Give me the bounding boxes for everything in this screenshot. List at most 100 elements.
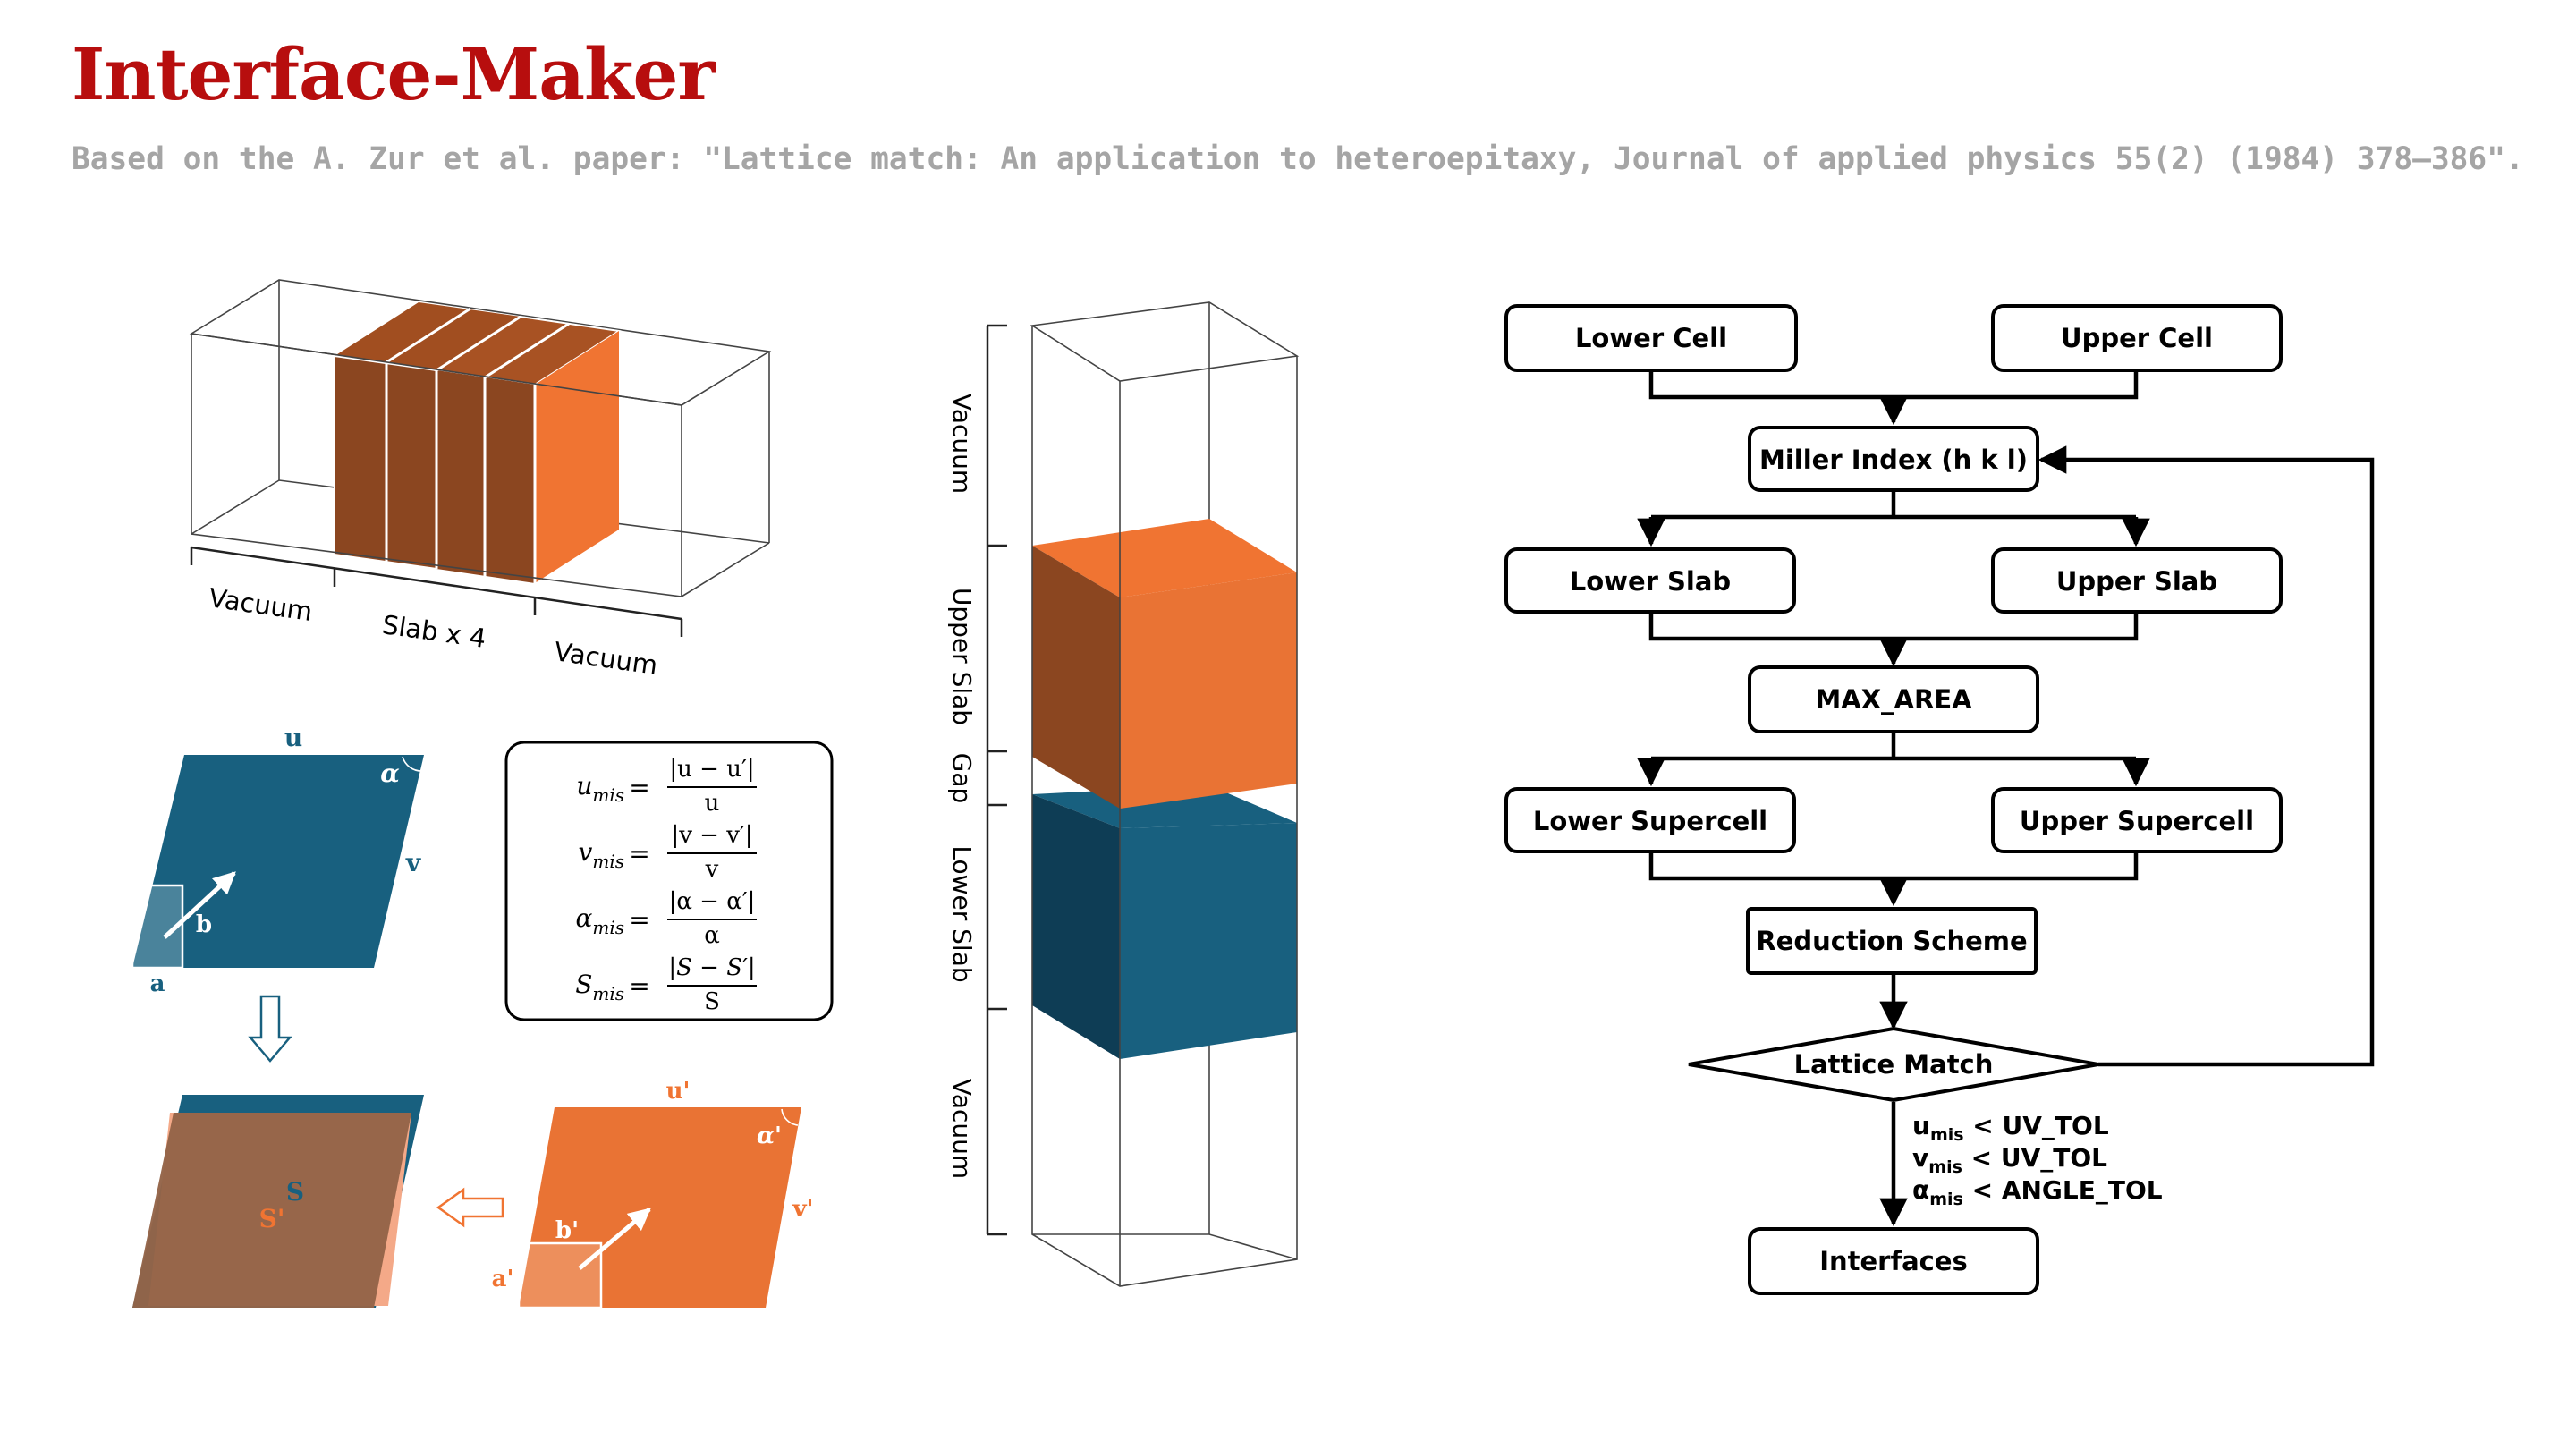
lower-lattice: u v α b a [131,723,424,997]
reduction-scheme-label: Reduction Scheme [1756,926,2027,956]
column-box-front [1031,326,1298,1287]
lower-a-label: a [150,970,165,997]
lower-alpha-label: α [380,758,400,788]
paper-reference: Based on the A. Zur et al. paper: "Latti… [72,141,2524,177]
lower-supercell-label: Lower Supercell [1533,806,1767,836]
lattice-vector-arrow [578,1208,651,1270]
alpha-mis-lhs: α [575,903,592,933]
s-mis-numerator: |S − S′| [668,954,755,981]
upper-v-label: v' [792,1196,813,1223]
svg-text:=: = [629,773,649,802]
slab-layer [435,315,570,583]
v-mis-sub: mis [592,851,624,872]
slab-count-label: Slab x 4 [380,609,487,654]
upper-slab-label: Upper Slab [2056,566,2217,597]
svg-text:umis: umis [576,771,624,806]
s-mis-denominator: S [704,988,720,1015]
svg-text:Smis: Smis [575,970,624,1004]
alpha-mis-denominator: α [704,922,720,949]
v-mis-lhs: v [579,837,593,867]
svg-text:=: = [629,839,649,869]
upper-b-label: b' [555,1217,579,1244]
flowchart: Lower Cell Upper Cell Miller Index (h k … [1504,304,2375,1295]
v-mis-numerator: |v − v′| [671,822,752,849]
svg-text:vmis: vmis [579,837,624,872]
condition-u: umis < UV_TOL [1912,1111,2109,1145]
column-bracket [986,324,1007,1236]
lower-v-label: v [405,848,421,877]
reduction-scheme-node: Reduction Scheme [1746,907,2038,975]
upper-lattice: u' v' α' b' a' [492,1078,814,1309]
lower-cell-label: Lower Cell [1575,323,1727,353]
upper-a-label: a' [492,1266,514,1292]
upper-slab-node: Upper Slab [1991,547,2283,614]
svg-text:αmis: αmis [575,903,624,938]
mismatch-equations-box: umis = |u − u′| u vmis = |v − v′| v αmis… [504,741,834,1021]
s-mis-lhs: S [575,970,592,999]
alpha-mis-numerator: |α − α′| [669,888,756,915]
lower-slab-node: Lower Slab [1504,547,1796,614]
down-arrow-icon [248,995,292,1063]
alpha-mis-sub: mis [592,917,624,938]
slab-stack-box-front [191,333,770,597]
alpha-mismatch-equation: αmis = |α − α′| α [575,888,757,949]
u-mis-numerator: |u − u′| [669,756,754,783]
upper-supercell-node: Upper Supercell [1991,787,2283,853]
u-mis-denominator: u [705,790,720,817]
column-upper-slab-label: Upper Slab [947,588,977,725]
lower-u-label: u [284,723,302,752]
interface-column: Vacuum Upper Slab Gap Lower Slab Vacuum [947,301,1300,1287]
lower-cell-node: Lower Cell [1504,304,1798,372]
match-conditions: umis < UV_TOL vmis < UV_TOL αmis < ANGLE… [1912,1111,2163,1209]
interfaces-node: Interfaces [1748,1227,2039,1295]
max-area-node: MAX_AREA [1748,665,2039,733]
flowchart-connectors [1637,370,2375,1227]
lower-slab-label: Lower Slab [1570,566,1731,597]
lower-slab-block [1032,785,1297,1059]
upper-cell-node: Upper Cell [1991,304,2283,372]
upper-u-label: u' [666,1078,691,1105]
upper-slab-block [1032,519,1297,809]
svg-text:=: = [629,971,649,1001]
slab-vacuum-right-label: Vacuum [552,636,659,681]
lattice-match-label: Lattice Match [1794,1049,1994,1080]
alpha-angle-arc [402,756,423,772]
overlap-s-label: S [286,1177,304,1207]
column-vacuum-top-label: Vacuum [947,394,977,494]
upper-supercell-label: Upper Supercell [2020,806,2254,836]
upper-alpha-label: α' [757,1123,782,1149]
condition-alpha: αmis < ANGLE_TOL [1912,1175,2163,1209]
v-mis-denominator: v [705,856,719,883]
v-mismatch-equation: vmis = |v − v′| v [579,822,757,883]
lower-supercell-node: Lower Supercell [1504,787,1796,853]
u-mis-sub: mis [592,784,624,806]
overlap-lattice: S S' [132,1095,424,1308]
page-title: Interface-Maker [72,32,716,116]
lower-lattice-cell [132,755,424,968]
alpha-prime-angle-arc [781,1108,799,1126]
max-area-label: MAX_AREA [1815,684,1972,715]
overlap-s-prime-label: S' [259,1204,285,1233]
slab-layer-front [533,331,619,583]
upper-cell-label: Upper Cell [2061,323,2213,353]
column-gap-label: Gap [947,753,977,804]
column-vacuum-bottom-label: Vacuum [947,1079,977,1179]
slab-layer [385,307,471,562]
overlap-region [132,1113,411,1308]
upper-unit-cell [517,1241,603,1309]
interfaces-label: Interfaces [1819,1246,1968,1276]
s-mis-sub: mis [592,983,624,1004]
lower-b-label: b [196,911,212,938]
miller-index-label: Miller Index (h k l) [1759,445,2028,475]
u-mis-lhs: u [576,771,592,801]
svg-text:=: = [629,905,649,935]
miller-index-node: Miller Index (h k l) [1748,426,2039,492]
slab-vacuum-left-label: Vacuum [207,582,314,627]
condition-v: vmis < UV_TOL [1912,1143,2107,1177]
u-mismatch-equation: umis = |u − u′| u [576,756,757,817]
left-arrow-icon [436,1187,504,1228]
lattice-vector-arrow [163,871,236,939]
column-lower-slab-label: Lower Slab [947,845,977,982]
slab-stack-diagram: Vacuum Slab x 4 Vacuum [189,279,772,681]
